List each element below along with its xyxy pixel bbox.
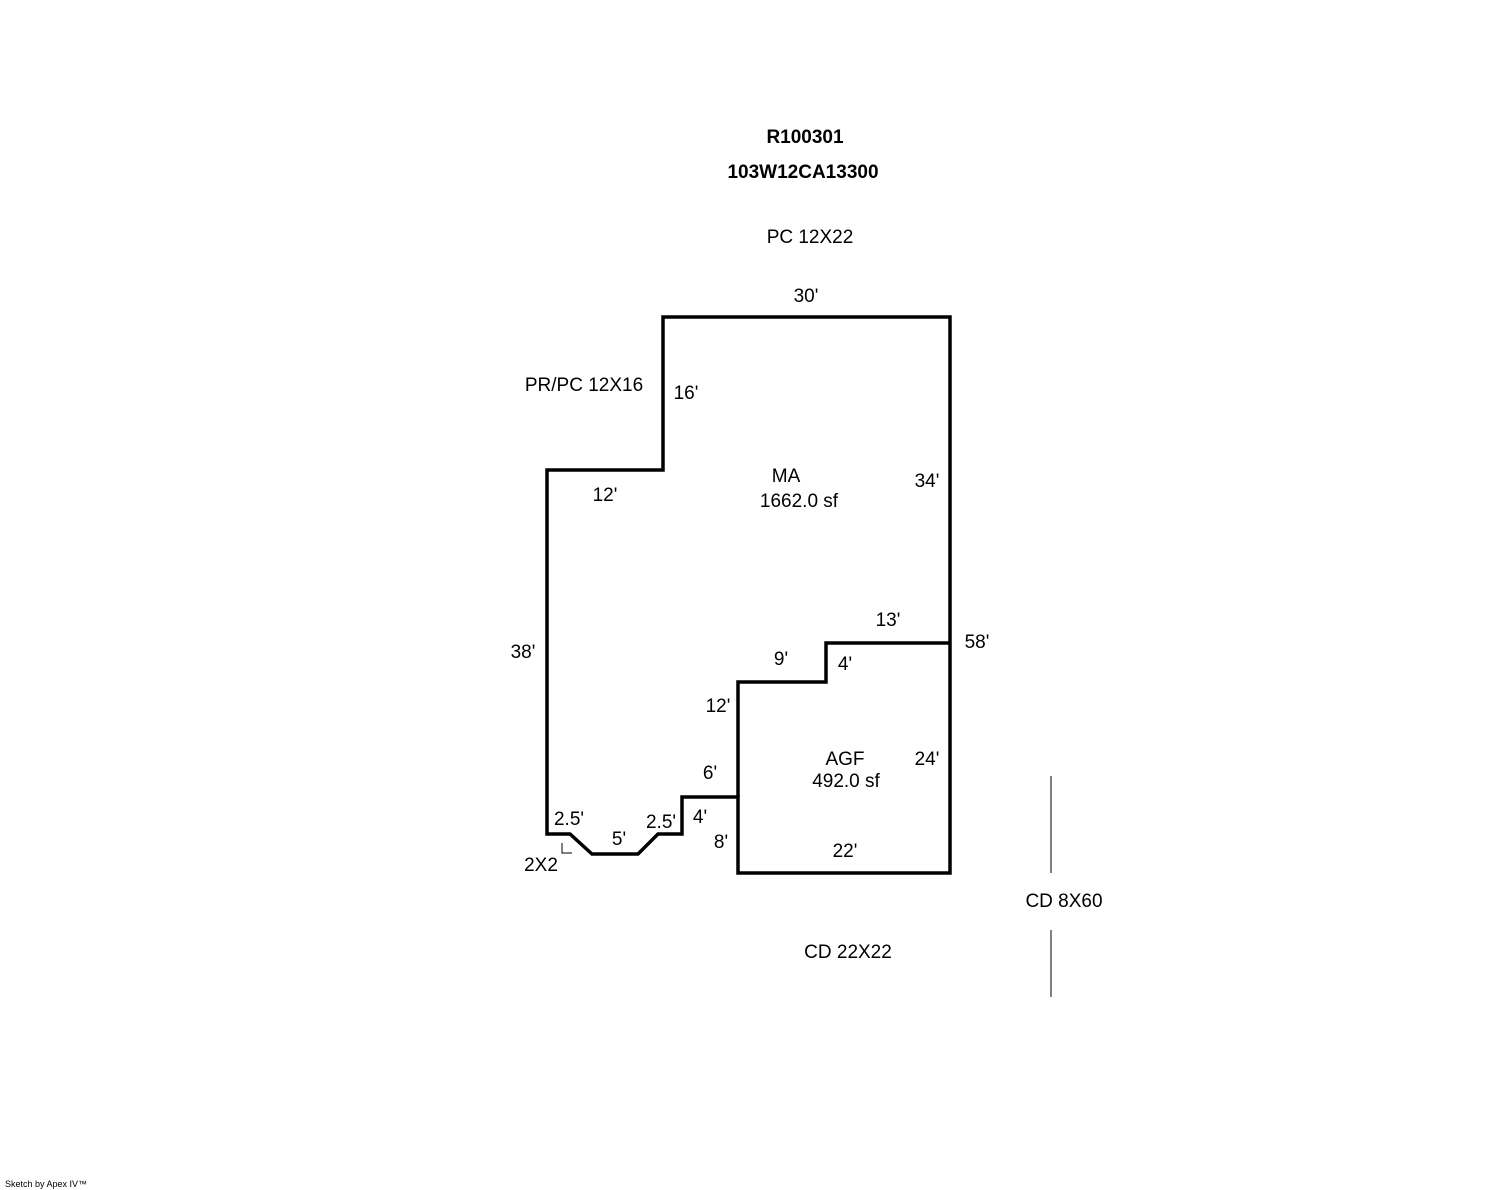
garage-area-size: 492.0 sf bbox=[812, 771, 880, 792]
dim-garage-top: 13' bbox=[876, 610, 901, 631]
dim-garage-left-lower: 8' bbox=[714, 832, 728, 853]
dim-garage-left-upper: 12' bbox=[706, 696, 731, 717]
dim-right-upper: 34' bbox=[915, 471, 940, 492]
main-area-code: MA bbox=[772, 466, 801, 487]
dim-garage-right: 24' bbox=[915, 749, 940, 770]
dim-upper-left-horizontal: 12' bbox=[593, 485, 618, 506]
dim-bay-left: 2.5' bbox=[554, 809, 584, 830]
dim-upper-left-vertical: 16' bbox=[674, 383, 699, 404]
dim-garage-bottom: 22' bbox=[833, 841, 858, 862]
deck-side-label: CD 8X60 bbox=[1025, 891, 1102, 912]
dim-step-vertical: 4' bbox=[838, 654, 852, 675]
porch-top-label: PC 12X22 bbox=[767, 227, 854, 248]
main-area-outline bbox=[545, 315, 952, 875]
dim-top: 30' bbox=[794, 286, 819, 307]
dim-bay-center: 5' bbox=[612, 829, 626, 850]
sketch-credit: Sketch by Apex IV™ bbox=[5, 1179, 87, 1189]
bay-corner-mark bbox=[561, 843, 572, 854]
dim-ledge-horizontal: 6' bbox=[703, 763, 717, 784]
map-number: 103W12CA13300 bbox=[727, 162, 878, 183]
dim-ledge-vertical: 4' bbox=[693, 807, 707, 828]
deck-bottom-label: CD 22X22 bbox=[804, 942, 892, 963]
porch-left-label: PR/PC 12X16 bbox=[525, 375, 643, 396]
main-area-size: 1662.0 sf bbox=[760, 491, 839, 512]
garage-outline bbox=[736, 641, 950, 797]
dim-right-total: 58' bbox=[965, 632, 990, 653]
dim-left: 38' bbox=[511, 642, 536, 663]
parcel-id: R100301 bbox=[766, 127, 844, 148]
bay-label: 2X2 bbox=[524, 855, 558, 876]
garage-area-code: AGF bbox=[825, 749, 864, 770]
dim-bay-right: 2.5' bbox=[646, 812, 676, 833]
dim-step-horizontal: 9' bbox=[774, 649, 788, 670]
